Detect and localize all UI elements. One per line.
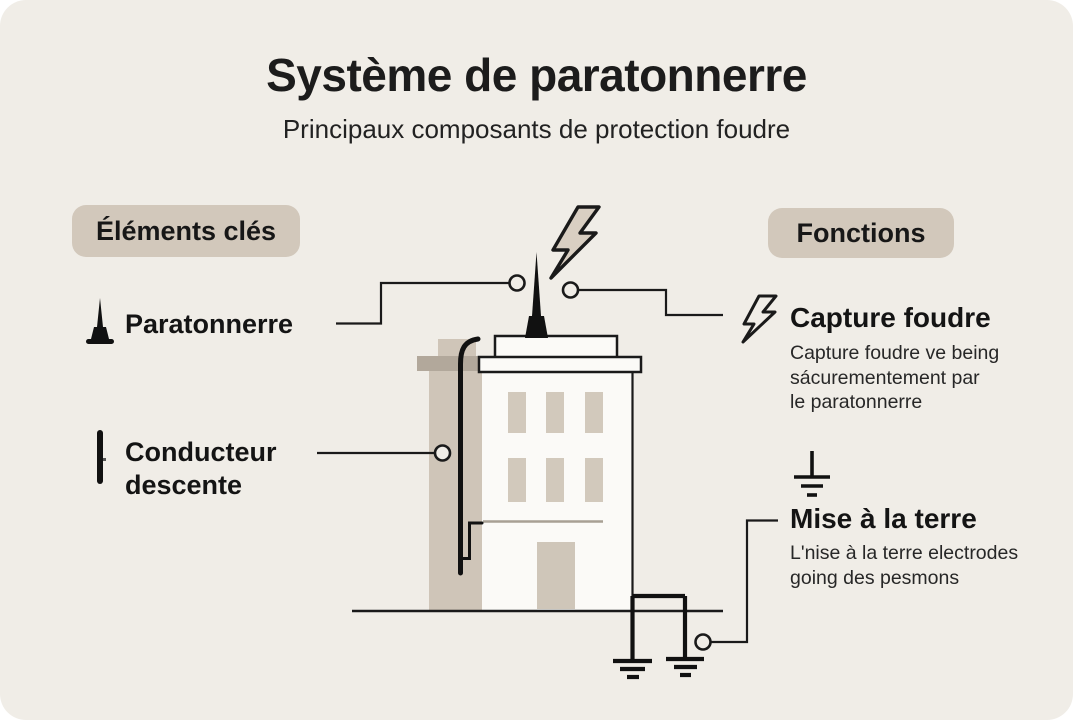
title-mise-a-la-terre: Mise à la terre xyxy=(790,503,977,534)
label-paratonnerre: Paratonnerre xyxy=(125,309,294,339)
badge-fonctions: Fonctions xyxy=(768,208,954,258)
page-subtitle: Principaux composants de protection foud… xyxy=(282,114,791,144)
label-conducteur-descente: Conducteur descente xyxy=(125,437,277,500)
lightning-bolt-icon xyxy=(738,293,780,345)
ground-icon xyxy=(791,449,833,503)
title-capture-foudre: Capture foudre xyxy=(790,302,991,333)
badge-elements-cles: Éléments clés xyxy=(72,205,300,257)
lightning-rod-icon xyxy=(84,296,116,348)
desc-mise-a-la-terre: L'nise à la terre electrodes going des p… xyxy=(790,542,1019,589)
desc-capture-foudre: Capture foudre ve being sácurementement … xyxy=(790,342,1000,413)
page-title: Système de paratonnerre xyxy=(266,49,807,101)
down-conductor-icon xyxy=(95,428,107,488)
